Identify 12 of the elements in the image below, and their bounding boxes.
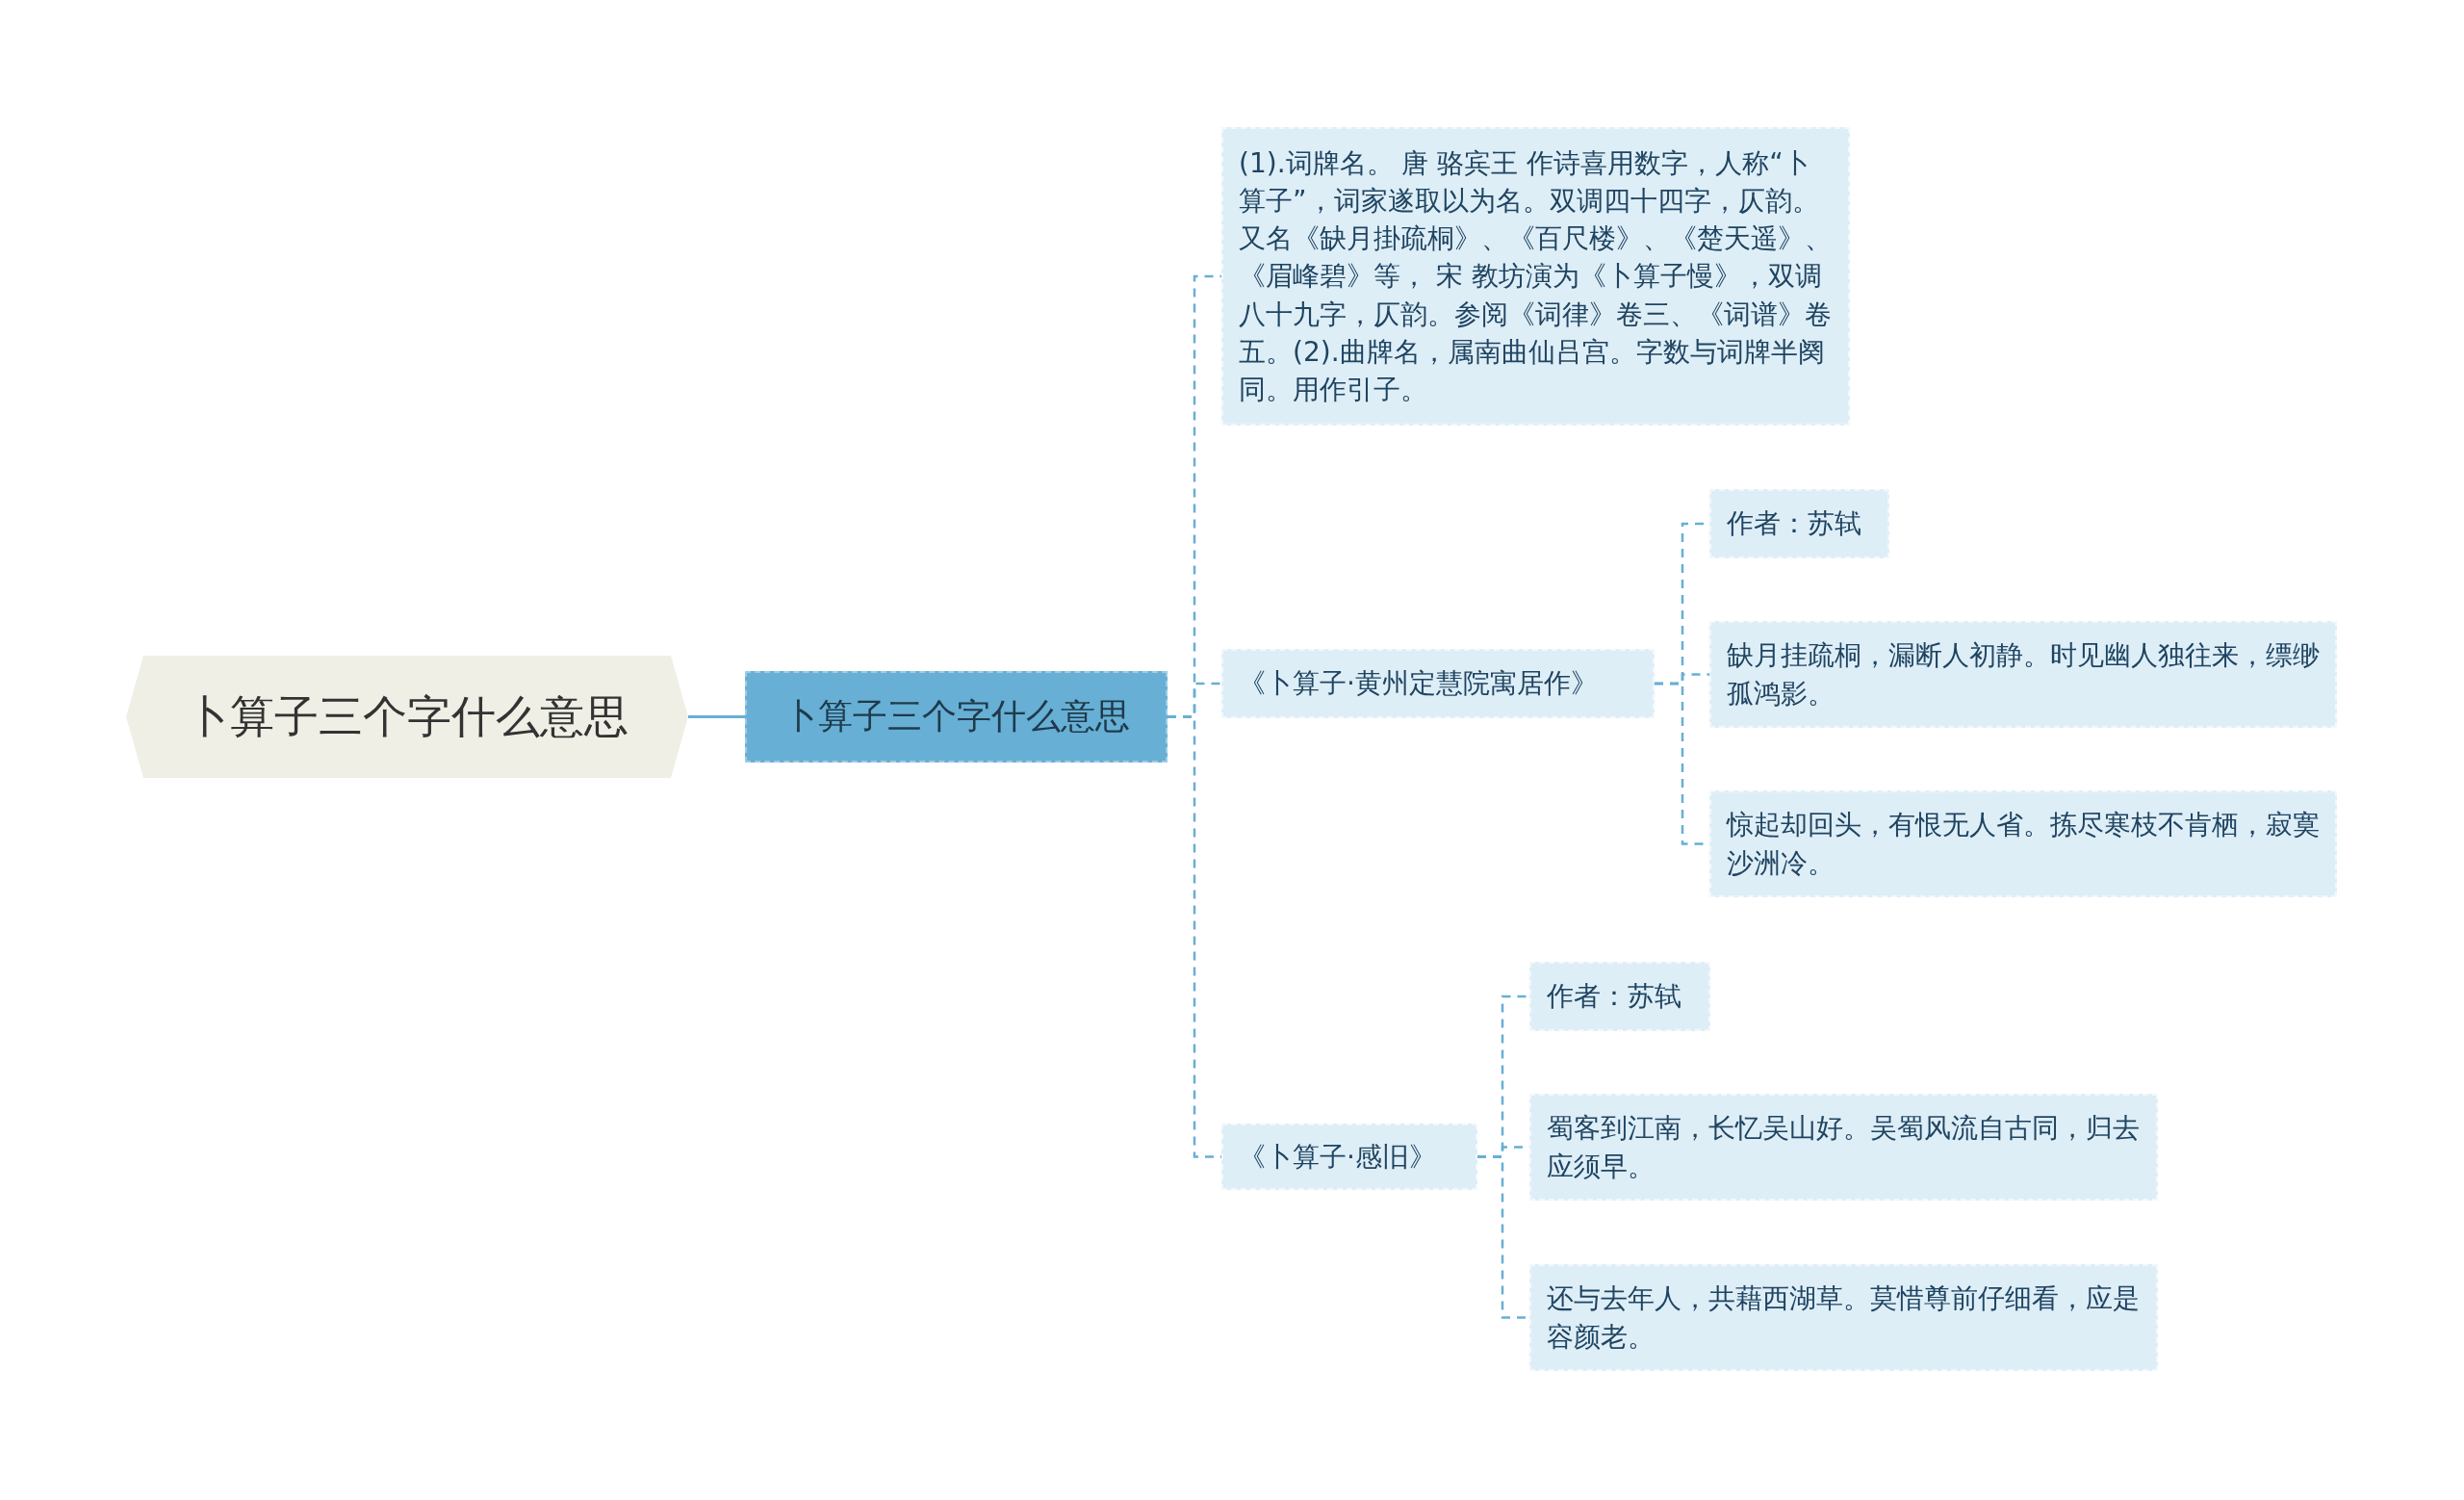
subtopic-card: (1).词牌名。 唐 骆宾王 作诗喜用数字，人称“卜算子”，词家遂取以为名。双调四十四字，仄韵。又名《缺月掛疏桐》、《百尺楼》、《楚天遥》、《眉峰碧》等， 宋 教坊演为《卜算子慢》，双调八十九字，仄韵。参阅《词律》卷三、《词谱》卷五。(2).曲牌名，属南曲仙吕宫。字数与词牌半阕同。用作引子。 [1221, 127, 1850, 426]
subtopic-card: 蜀客到江南，长忆吴山好。吴蜀风流自古同，归去应须早。 [1529, 1094, 2158, 1201]
subtopic-card: 惊起却回头，有恨无人省。拣尽寒枝不肯栖，寂寞沙洲冷。 [1709, 790, 2337, 897]
connector-line [688, 715, 745, 718]
subtopic-card: 作者：苏轼 [1529, 962, 1710, 1031]
main-topic-card: 卜算子三个字什么意思 [745, 671, 1168, 763]
subtopic-card: 缺月挂疏桐，漏断人初静。时见幽人独往来，缥缈孤鸿影。 [1709, 621, 2337, 728]
subtopic-card: 作者：苏轼 [1709, 489, 1889, 558]
root-topic-text: 卜算子三个字什么意思 [186, 688, 629, 744]
subtopic-card: 《卜算子·黄州定慧院寓居作》 [1221, 649, 1655, 718]
subtopic-card: 《卜算子·感旧》 [1221, 1124, 1477, 1190]
subtopic-card: 还与去年人，共藉西湖草。莫惜尊前仔细看，应是容颜老。 [1529, 1264, 2158, 1371]
